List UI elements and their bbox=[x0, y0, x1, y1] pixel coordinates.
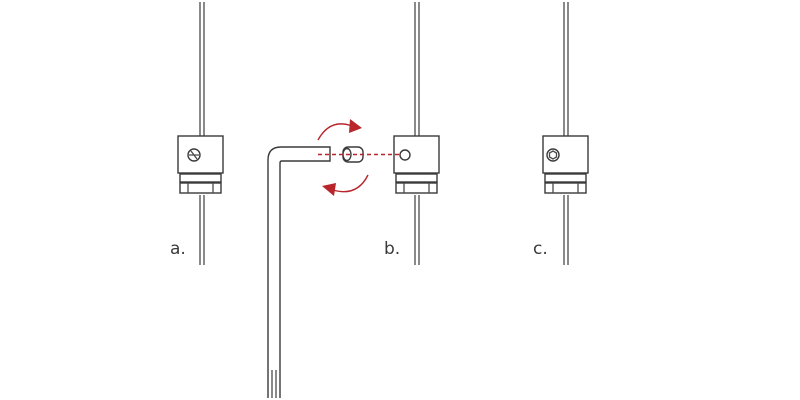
step-c-nut bbox=[544, 173, 587, 183]
hex-key-icon bbox=[267, 146, 331, 398]
step-b-label: b. bbox=[384, 239, 400, 259]
step-a-assembly: a. bbox=[170, 2, 224, 265]
step-a-nut bbox=[179, 173, 222, 183]
step-b-nut bbox=[395, 173, 438, 183]
step-c-label: c. bbox=[533, 239, 548, 259]
step-a-label: a. bbox=[170, 239, 186, 259]
rotate-arrow-icon bbox=[317, 119, 362, 141]
step-c-assembly: c. bbox=[533, 2, 589, 265]
rotate-arrow-icon bbox=[322, 174, 369, 196]
step-b-assembly: b. bbox=[267, 2, 440, 398]
step-b-screw-hole bbox=[399, 149, 411, 161]
